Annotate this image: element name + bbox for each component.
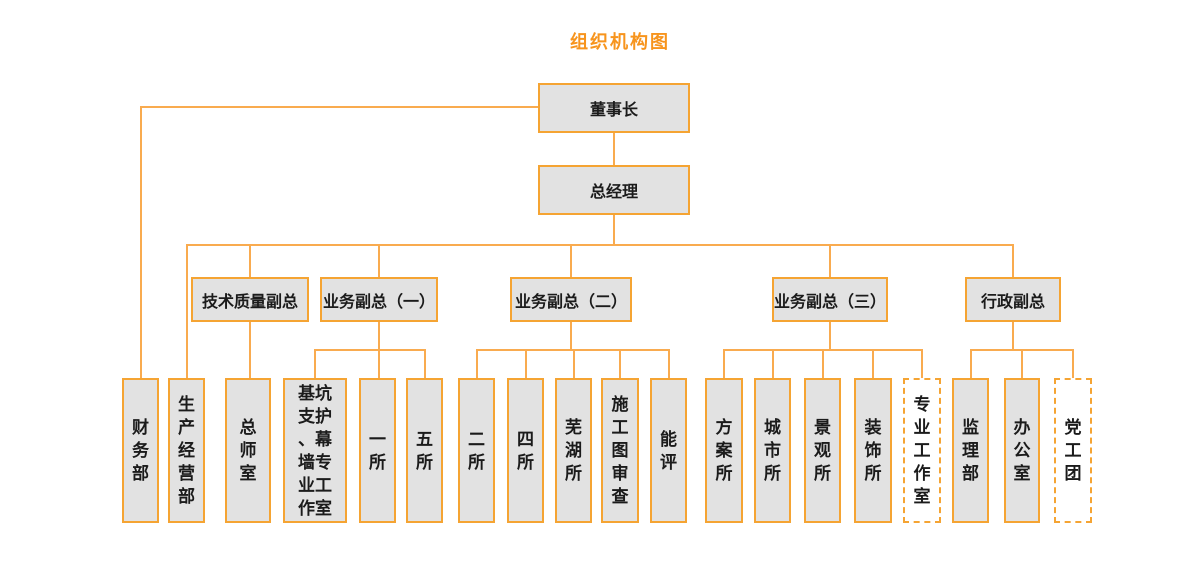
node-label: 装饰所	[864, 418, 882, 483]
connector-line	[1012, 244, 1014, 279]
connector-line	[970, 349, 972, 380]
node-urban-institute: 城市所	[754, 378, 791, 523]
connector-line	[829, 322, 831, 350]
node-institute-4: 四所	[507, 378, 544, 523]
node-label: 二所	[468, 429, 485, 472]
node-label: 施工图审查	[611, 395, 629, 506]
connector-line	[921, 349, 923, 380]
node-construction-drawing-review: 施工图审查	[601, 378, 639, 523]
node-label: 生产经营部	[178, 395, 195, 506]
connector-line	[723, 349, 725, 380]
node-label: 芜湖所	[565, 418, 582, 483]
connector-line	[186, 244, 1014, 246]
connector-line	[1021, 349, 1023, 380]
connector-line	[619, 349, 621, 380]
connector-line	[249, 244, 251, 279]
node-label: 技术质量副总	[201, 293, 298, 311]
node-institute-5: 五所	[406, 378, 443, 523]
node-production-dept: 生产经营部	[168, 378, 205, 523]
page-title: 组织机构图	[570, 32, 670, 52]
node-pit-curtainwall-studio: 基坑支护、幕墙专业工作室	[283, 378, 347, 523]
node-professional-studio: 专业工作室	[903, 378, 941, 523]
connector-line	[140, 106, 142, 380]
connector-line	[573, 349, 575, 380]
node-supervision-dept: 监理部	[952, 378, 989, 523]
node-vp-business-1: 业务副总（一）	[320, 277, 438, 322]
node-landscape-institute: 景观所	[804, 378, 841, 523]
node-chief-engineer-office: 总师室	[225, 378, 271, 523]
node-label: 财务部	[132, 418, 149, 483]
connector-line	[613, 215, 615, 246]
node-label: 业务副总（三）	[774, 293, 887, 311]
node-label: 董事长	[589, 102, 638, 119]
connector-line	[186, 244, 188, 380]
node-energy-assessment: 能评	[650, 378, 687, 523]
node-party-labor-youth: 党工团	[1054, 378, 1092, 523]
node-vp-business-2: 业务副总（二）	[510, 277, 632, 322]
node-decoration-institute: 装饰所	[854, 378, 892, 523]
connector-line	[424, 349, 426, 380]
node-general-manager: 总经理	[538, 165, 690, 215]
node-label: 总经理	[589, 184, 638, 201]
node-label: 方案所	[715, 418, 733, 483]
node-label: 业务副总（二）	[514, 293, 627, 311]
node-label: 四所	[517, 429, 534, 472]
connector-line	[249, 322, 251, 380]
connector-line	[314, 349, 316, 380]
node-label: 行政副总	[980, 293, 1045, 311]
node-chairman: 董事长	[538, 83, 690, 133]
node-label: 一所	[369, 429, 386, 472]
node-vp-business-3: 业务副总（三）	[772, 277, 888, 322]
connector-line	[141, 106, 538, 108]
connector-line	[1012, 322, 1014, 350]
node-label: 党工团	[1064, 418, 1082, 483]
node-label: 五所	[416, 429, 433, 472]
node-label: 城市所	[764, 418, 781, 483]
node-office: 办公室	[1004, 378, 1040, 523]
node-label: 能评	[660, 429, 677, 472]
node-institute-1: 一所	[359, 378, 396, 523]
connector-line	[476, 349, 478, 380]
connector-line	[613, 133, 615, 165]
connector-line	[378, 349, 380, 380]
node-institute-2: 二所	[458, 378, 495, 523]
connector-line	[570, 244, 572, 279]
node-scheme-institute: 方案所	[705, 378, 743, 523]
connector-line	[668, 349, 670, 380]
connector-line	[822, 349, 824, 380]
connector-line	[525, 349, 527, 380]
connector-line	[772, 349, 774, 380]
node-label: 基坑支护、幕墙专业工作室	[298, 383, 332, 518]
node-label: 专业工作室	[913, 395, 931, 506]
connector-line	[570, 322, 572, 350]
connector-line	[378, 322, 380, 350]
node-label: 办公室	[1013, 418, 1031, 483]
connector-line	[872, 349, 874, 380]
node-wuhu-institute: 芜湖所	[555, 378, 592, 523]
connector-line	[829, 244, 831, 279]
node-vp-tech-quality: 技术质量副总	[191, 277, 309, 322]
node-vp-admin: 行政副总	[965, 277, 1061, 322]
node-label: 总师室	[239, 418, 257, 483]
node-label: 监理部	[962, 418, 979, 483]
node-finance-dept: 财务部	[122, 378, 159, 523]
connector-line	[314, 349, 426, 351]
node-label: 业务副总（一）	[322, 293, 435, 311]
connector-line	[1072, 349, 1074, 380]
connector-line	[378, 244, 380, 279]
node-label: 景观所	[814, 418, 831, 483]
